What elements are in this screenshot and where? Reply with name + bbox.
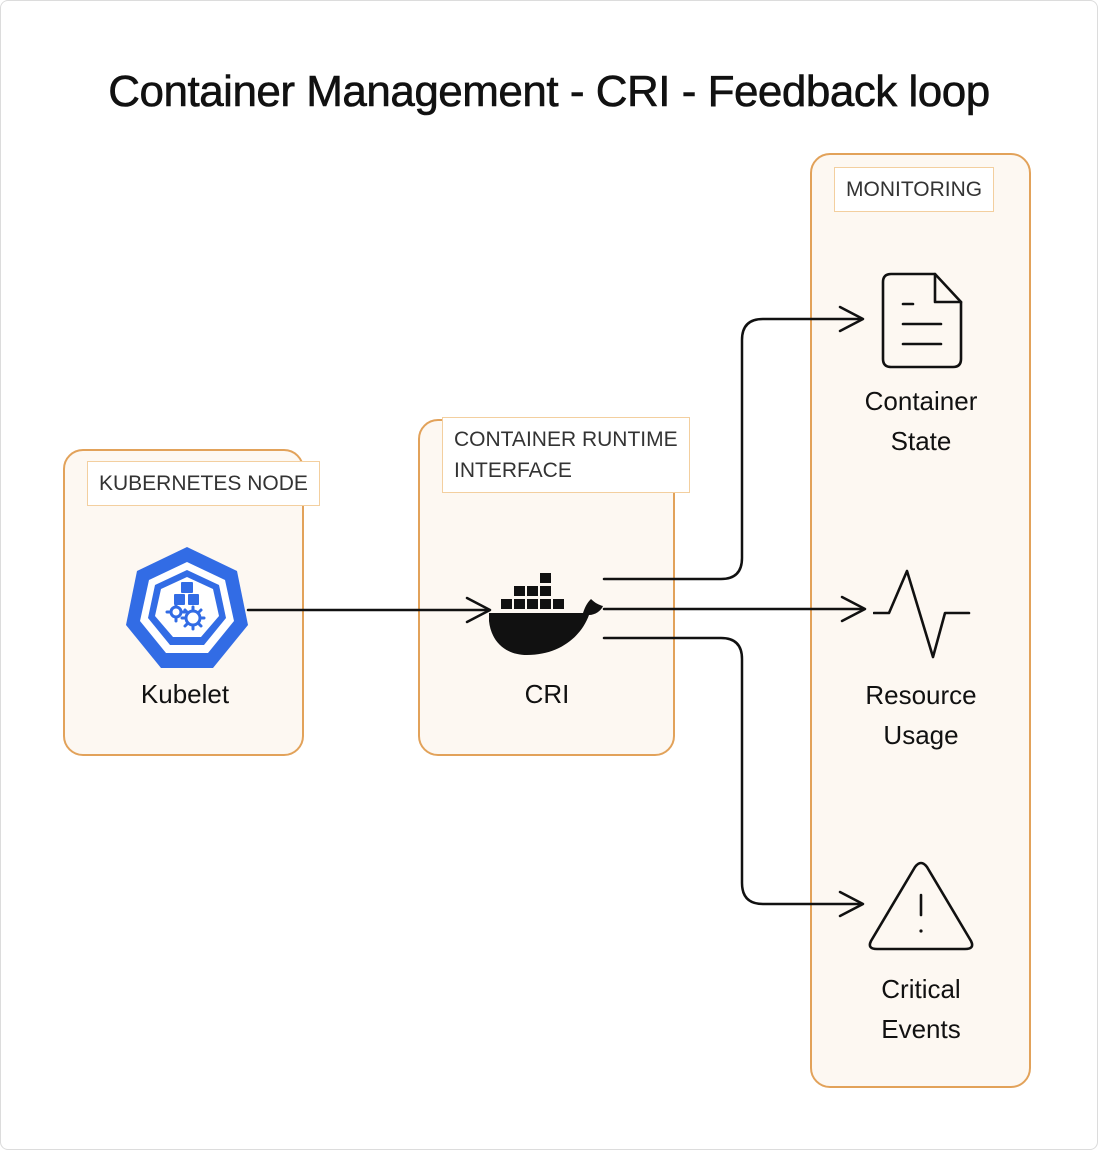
- critical-events-label: Critical Events: [881, 974, 961, 1044]
- container-state-label: Container State: [864, 386, 978, 456]
- cri-label: CRI: [524, 679, 570, 709]
- arrow-cri-to-container-state: [602, 317, 863, 581]
- arrow-cri-to-critical-events: [602, 636, 863, 906]
- arrowhead-cri-to-critical-events: [838, 890, 865, 918]
- kubernetes-kubelet-icon: [126, 547, 248, 668]
- kubelet-label: Kubelet: [140, 679, 230, 709]
- document-icon: [881, 272, 963, 369]
- kubernetes-node-group-label: KUBERNETES NODE: [87, 461, 320, 506]
- arrowhead-kubelet-to-cri: [465, 596, 492, 624]
- monitoring-group-label: MONITORING: [834, 167, 995, 212]
- warning-triangle-icon: [868, 861, 974, 951]
- diagram-title: Container Management - CRI - Feedback lo…: [108, 67, 991, 117]
- container-runtime-interface-group-label: CONTAINER RUNTIME INTERFACE: [442, 417, 690, 493]
- pulse-icon: [873, 569, 971, 659]
- arrowhead-cri-to-resource-usage: [840, 595, 867, 623]
- docker-whale-icon: [489, 573, 603, 655]
- resource-usage-label: Resource Usage: [865, 680, 977, 750]
- arrowhead-cri-to-container-state: [838, 305, 865, 333]
